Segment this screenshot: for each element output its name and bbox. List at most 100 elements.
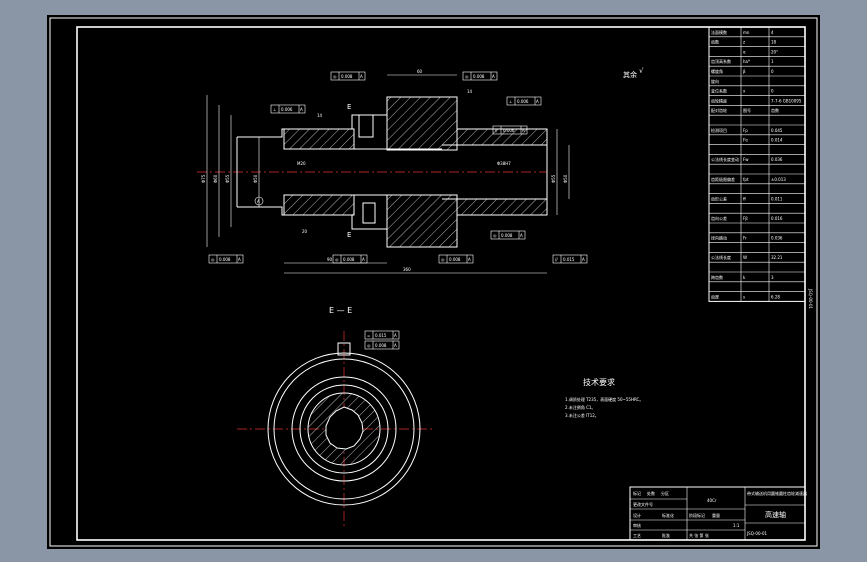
param-table-cell-value: 0.036 bbox=[771, 157, 783, 162]
param-table-cell-label: 跨齿数 bbox=[711, 274, 723, 280]
svg-text:◎: ◎ bbox=[367, 343, 371, 348]
spline-bore bbox=[325, 406, 364, 450]
svg-text:A: A bbox=[300, 107, 303, 112]
title-block-mark: 标记 bbox=[633, 490, 641, 496]
svg-text:0.008: 0.008 bbox=[473, 74, 485, 79]
param-table-cell-sym: ha* bbox=[743, 59, 750, 64]
param-table-cell-value: 18 bbox=[771, 40, 777, 45]
param-table-cell-label: 公法线长度变动 bbox=[711, 156, 739, 162]
dim-length-14a: 14 bbox=[317, 113, 323, 118]
param-table-cell-label: 变位系数 bbox=[711, 88, 727, 94]
cad-viewport[interactable]: E E Φ75 Φ60 Φ55 Φ50 Φ55 Φ50 M20 Φ38H7 60… bbox=[47, 15, 820, 549]
dim-dia-left-4: Φ50 bbox=[253, 174, 258, 183]
datum-marker bbox=[254, 196, 264, 206]
tolerance-frame: ◎ 0.008 A bbox=[490, 230, 526, 240]
section-mark-top: E bbox=[347, 103, 351, 111]
svg-text:A: A bbox=[238, 257, 241, 262]
keyway-bottom bbox=[362, 202, 376, 224]
param-table-cell-sym: α bbox=[743, 49, 746, 54]
svg-text:=: = bbox=[367, 333, 370, 338]
tech-req-item: 1.调质处理 T235，表面硬度 50~55HRC。 bbox=[565, 396, 643, 402]
title-block-weight: 重量 bbox=[712, 512, 720, 518]
tolerance-frame: ⊥ 0.006 A bbox=[270, 104, 306, 114]
shaft-right-profile bbox=[456, 115, 548, 229]
svg-text:A: A bbox=[468, 257, 471, 262]
param-table-cell-label: 螺旋角 bbox=[711, 68, 723, 74]
param-table-cell-value: ±0.013 bbox=[771, 177, 786, 182]
dim-dia-left-1: Φ75 bbox=[201, 174, 206, 183]
param-table-cell-sym: W bbox=[743, 255, 747, 260]
svg-text:A: A bbox=[522, 128, 525, 133]
param-table-cell-value: 6.28 bbox=[771, 294, 780, 299]
title-block-scale: 1:1 bbox=[733, 523, 740, 528]
drawing-canvas: E E Φ75 Φ60 Φ55 Φ50 Φ55 Φ50 M20 Φ38H7 60… bbox=[49, 17, 818, 547]
svg-text:A: A bbox=[582, 257, 585, 262]
param-table-cell-value: 0 bbox=[771, 69, 774, 74]
title-block-designer: 设计 bbox=[633, 512, 641, 518]
title-block-checker: 审核 bbox=[633, 522, 641, 528]
title-block-standardization: 标准化 bbox=[662, 512, 674, 518]
svg-text:A: A bbox=[394, 333, 397, 338]
title-block-sheet: 共 张 第 张 bbox=[689, 532, 709, 538]
outer-circle-inner bbox=[273, 358, 415, 500]
svg-text:0.008: 0.008 bbox=[501, 233, 513, 238]
param-table-cell-label: 齿向公差 bbox=[711, 215, 727, 221]
param-table-cell-sym: β bbox=[743, 69, 746, 74]
param-table-cell-value: 20° bbox=[771, 49, 778, 54]
tech-req-item: 3.未注公差 IT12。 bbox=[565, 412, 599, 418]
svg-text:⊥: ⊥ bbox=[273, 107, 277, 112]
tolerance-frame: ◎ 0.008 A bbox=[332, 254, 368, 264]
bore-left bbox=[284, 148, 442, 196]
tech-req-item: 2.未注倒角 C1。 bbox=[565, 404, 595, 410]
tolerance-frame: ◎ 0.008 A bbox=[364, 340, 400, 350]
title-block-change-doc: 更改文件号 bbox=[633, 501, 653, 507]
svg-text:0.006: 0.006 bbox=[281, 107, 293, 112]
keyway-section bbox=[337, 342, 351, 356]
svg-text:A: A bbox=[520, 233, 523, 238]
gear-hatch-top bbox=[386, 96, 458, 151]
param-table-cell-value: 0.036 bbox=[771, 236, 783, 241]
dim-length-14b: 14 bbox=[467, 89, 473, 94]
svg-text:0.008: 0.008 bbox=[449, 257, 461, 262]
param-table-cell-value: 0.016 bbox=[771, 216, 783, 221]
svg-text:◎: ◎ bbox=[493, 233, 497, 238]
title-block-drawing-number: JSQ-00-01 bbox=[746, 531, 768, 536]
param-table-cell-sym: Fw bbox=[743, 157, 749, 162]
param-table-cell-sym: Fα bbox=[743, 138, 748, 143]
svg-text:A: A bbox=[394, 343, 397, 348]
param-table-cell-value: 0.014 bbox=[771, 138, 783, 143]
hub-circle bbox=[291, 376, 397, 482]
tolerance-frame: ◎ 0.008 A bbox=[438, 254, 474, 264]
param-table-cell-value: 32.21 bbox=[771, 255, 783, 260]
svg-text:A: A bbox=[536, 99, 539, 104]
main-section-view: E E Φ75 Φ60 Φ55 Φ50 Φ55 Φ50 M20 Φ38H7 60… bbox=[197, 69, 570, 274]
dim-dia-right-1: Φ55 bbox=[551, 174, 556, 183]
tolerance-frame: // 0.006 A bbox=[492, 125, 528, 135]
param-table-cell-value: 0 bbox=[771, 89, 774, 94]
title-block-title: 带式输送机用圆锥圆柱齿轮减速器 bbox=[747, 490, 807, 496]
svg-text:A: A bbox=[362, 257, 365, 262]
tolerance-frame: // 0.015 A bbox=[552, 254, 588, 264]
param-table-cell-sym: x bbox=[743, 89, 746, 94]
param-table-cell-value: 7-7-6 GB10095 bbox=[771, 98, 802, 103]
keyway-top bbox=[358, 114, 374, 138]
param-table-cell-sym: ff bbox=[743, 196, 746, 201]
param-table-cell-value: 1 bbox=[771, 59, 774, 64]
title-block-drawing-name: 高速轴 bbox=[765, 510, 786, 519]
param-table-cell-value: 齿数 bbox=[771, 107, 779, 113]
param-table-cell-label: 齿轮精度 bbox=[711, 97, 727, 103]
svg-text:0.006: 0.006 bbox=[503, 128, 515, 133]
param-table-cell-label: 齿距极限偏差 bbox=[711, 176, 735, 182]
tolerance-frame: ⊥ 0.006 A bbox=[506, 96, 542, 106]
dim-bore: Φ38H7 bbox=[497, 161, 511, 166]
title-block-count: 处数 bbox=[647, 490, 655, 496]
dim-dia-right-2: Φ50 bbox=[563, 174, 568, 183]
gear-hatch-bottom bbox=[386, 194, 458, 248]
tolerance-frame: = 0.015 A bbox=[364, 330, 400, 340]
svg-text:0.015: 0.015 bbox=[375, 333, 387, 338]
section-view-ee: E — E = 0.015 A ◎ 0.008 A bbox=[237, 306, 435, 527]
shaft-hatch-top-left bbox=[283, 128, 355, 150]
title-block: 带式输送机用圆锥圆柱齿轮减速器 高速轴 40Cr 1:1 JSQ-00-01 标… bbox=[629, 486, 807, 541]
param-table-cell-value: 4 bbox=[771, 30, 774, 35]
param-table-cell-label: 齿形公差 bbox=[711, 195, 727, 201]
